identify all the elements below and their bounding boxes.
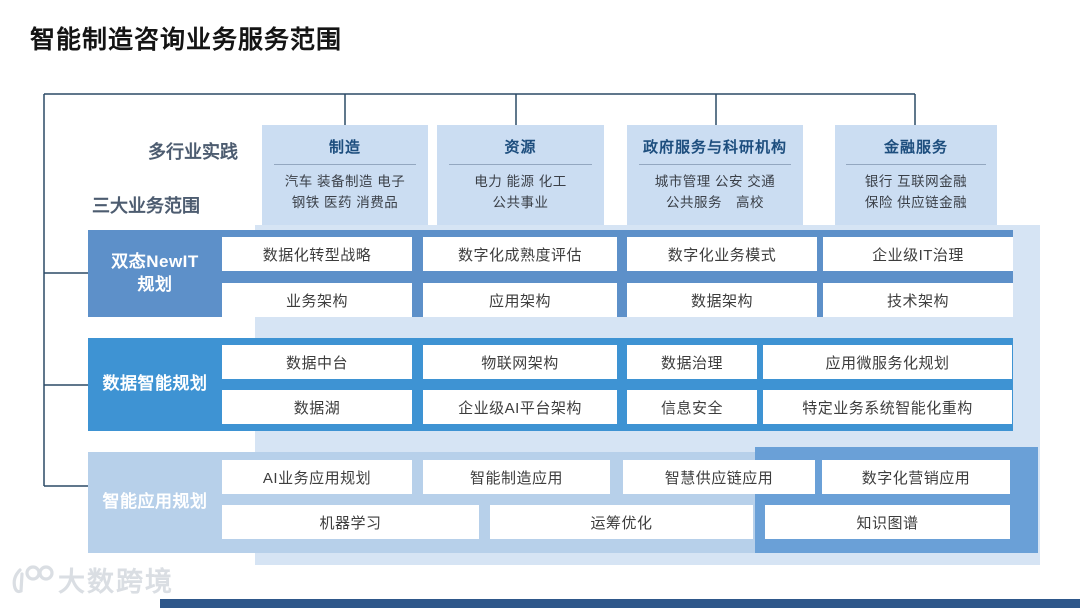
industry-column-government: 政府服务与科研机构 城市管理 公安 交通 公共服务 高校 [627,125,803,225]
label-three-business-scopes: 三大业务范围 [92,196,200,216]
cell-data-middle-platform: 数据中台 [222,345,412,379]
cell-digital-maturity-assessment: 数字化成熟度评估 [423,237,617,271]
cell-iot-architecture: 物联网架构 [423,345,617,379]
cell-enterprise-ai-platform-architecture: 企业级AI平台架构 [423,390,617,424]
column-divider [639,164,791,165]
column-divider [846,164,986,165]
column-title: 资源 [504,139,537,156]
row-label-line2: 规划 [137,274,173,294]
cell-business-architecture: 业务架构 [222,283,412,317]
cell-digital-business-model: 数字化业务模式 [627,237,817,271]
page-title: 智能制造咨询业务服务范围 [30,26,343,54]
column-industries-line2: 公共事业 [492,194,549,210]
column-title: 政府服务与科研机构 [642,139,787,156]
cell-operations-optimization: 运筹优化 [490,505,753,539]
industry-column-finance: 金融服务 银行 互联网金融 保险 供应链金融 [835,125,997,225]
industry-column-resources: 资源 电力 能源 化工 公共事业 [437,125,604,225]
column-industries-line2: 公共服务 高校 [666,194,764,210]
bottom-accent-bar [160,599,1080,608]
row-label-line1: 数据智能规划 [102,374,208,394]
cell-enterprise-it-governance: 企业级IT治理 [823,237,1013,271]
column-divider [448,164,593,165]
cell-specific-system-intelligent-refactor: 特定业务系统智能化重构 [763,390,1012,424]
cell-smart-supply-chain-application: 智慧供应链应用 [623,460,815,494]
cell-application-architecture: 应用架构 [423,283,617,317]
column-title: 制造 [328,139,361,156]
cell-ai-business-application-planning: AI业务应用规划 [222,460,412,494]
cell-intelligent-manufacturing-application: 智能制造应用 [423,460,610,494]
watermark-text: 大数跨境 [58,567,174,597]
column-industries-line1: 城市管理 公安 交通 [654,174,776,189]
cell-machine-learning: 机器学习 [222,505,479,539]
cell-knowledge-graph: 知识图谱 [765,505,1010,539]
column-industries-line2: 保险 供应链金融 [864,194,968,210]
column-title: 金融服务 [883,139,948,156]
row-label-line1: 智能应用规划 [102,492,208,512]
cell-technical-architecture: 技术架构 [823,283,1013,317]
cell-information-security: 信息安全 [627,390,757,424]
cell-data-lake: 数据湖 [222,390,412,424]
cell-digital-marketing-application: 数字化营销应用 [822,460,1010,494]
cell-data-architecture: 数据架构 [627,283,817,317]
dashukuajing-logo-icon [12,564,54,593]
column-industries-line1: 电力 能源 化工 [474,174,567,189]
column-industries-line1: 汽车 装备制造 电子 [284,174,406,189]
cell-data-transformation-strategy: 数据化转型战略 [222,237,412,271]
row-label-data-intelligence: 数据智能规划 [88,338,222,431]
column-industries-line1: 银行 互联网金融 [864,174,968,189]
column-industries-line2: 钢铁 医药 消费品 [291,194,399,210]
row-label-intelligent-application: 智能应用规划 [88,452,222,553]
column-divider [273,164,417,165]
industry-column-manufacturing: 制造 汽车 装备制造 电子 钢铁 医药 消费品 [262,125,428,225]
row-label-line1: 双态NewIT [111,251,199,271]
label-multi-industry: 多行业实践 [148,142,238,162]
cell-data-governance: 数据治理 [627,345,757,379]
cell-microservice-planning: 应用微服务化规划 [763,345,1012,379]
watermark: 大数跨境 [8,560,174,599]
row-label-newit: 双态NewIT 规划 [88,230,222,317]
